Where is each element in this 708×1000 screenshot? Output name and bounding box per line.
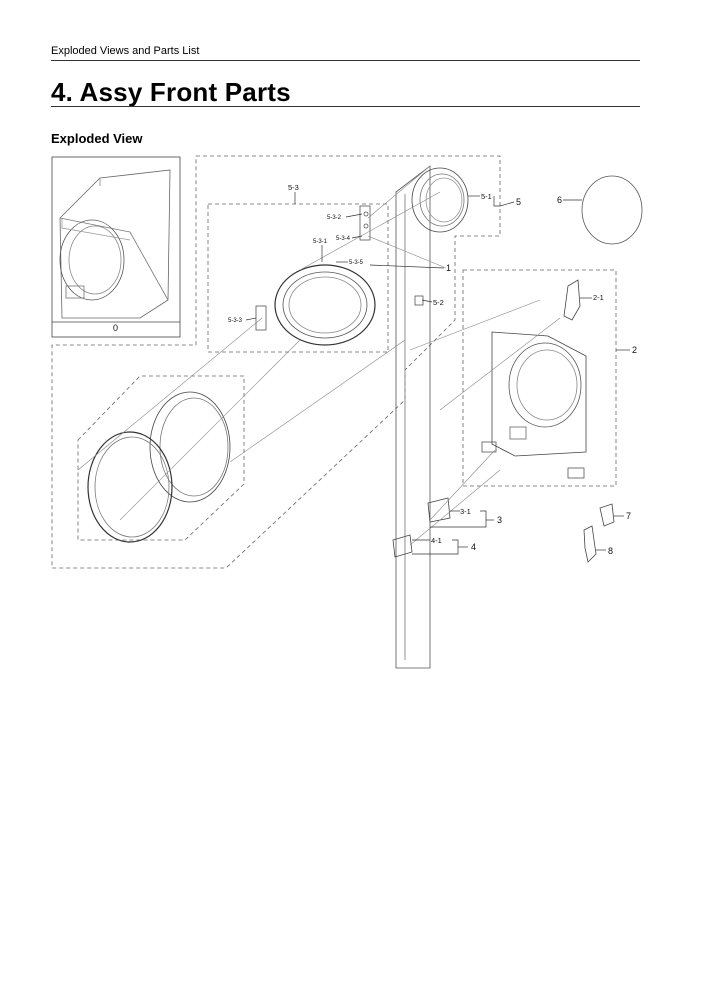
callout-4: 4 (471, 542, 476, 552)
callout-5-3-3: 5-3-3 (228, 318, 243, 324)
small-parts (392, 497, 615, 563)
callout-2-1: 2-1 (593, 293, 604, 302)
assembled-unit-inset (51, 156, 181, 338)
callout-6: 6 (557, 195, 562, 205)
door-glass-part (395, 165, 431, 669)
title-rule (51, 106, 640, 107)
callout-5-3-5: 5-3-5 (349, 260, 364, 266)
callout-2: 2 (632, 345, 637, 355)
callout-3-1: 3-1 (460, 507, 471, 516)
callout-1: 1 (446, 263, 451, 273)
header-rule (51, 60, 640, 61)
door-ring-part (411, 167, 469, 233)
callout-0: 0 (113, 323, 118, 333)
callout-labels: 0 1 2 2-1 3 3-1 4 4-1 5 5-1 5-2 5-3 5-3-… (113, 183, 637, 556)
callout-5-3-4: 5-3-4 (336, 236, 351, 242)
running-header: Exploded Views and Parts List (51, 45, 200, 57)
chapter-title: 4. Assy Front Parts (51, 77, 291, 107)
front-panel-group-outline (462, 269, 617, 487)
callout-5-1: 5-1 (481, 192, 492, 201)
callout-7: 7 (626, 511, 631, 521)
section-title: Exploded View (51, 131, 143, 146)
guide-lines (77, 165, 561, 546)
front-panel-part (481, 279, 587, 479)
callout-5-3: 5-3 (288, 183, 299, 192)
callout-5: 5 (516, 197, 521, 207)
callout-3: 3 (497, 515, 502, 525)
callout-5-3-2: 5-3-2 (327, 215, 342, 221)
gasket-part (581, 175, 643, 245)
leader-lines (245, 192, 630, 555)
callout-5-2: 5-2 (433, 298, 444, 307)
outer-door-rings (87, 391, 231, 543)
callout-8: 8 (608, 546, 613, 556)
callout-5-3-1: 5-3-1 (313, 239, 328, 245)
callout-4-1: 4-1 (431, 536, 442, 545)
door-frame-ring (255, 205, 424, 346)
